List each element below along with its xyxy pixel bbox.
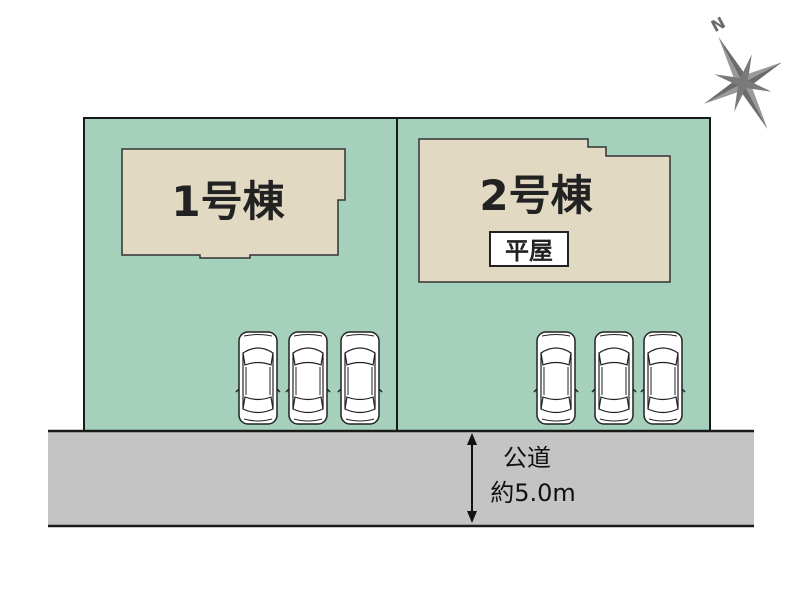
road-label: 公道 xyxy=(503,444,551,472)
parking-car xyxy=(337,331,383,425)
compass-north-label: N xyxy=(708,13,729,36)
building-1 xyxy=(121,148,346,259)
building-2-label: 2号棟 xyxy=(479,171,593,220)
parking-car xyxy=(235,331,281,425)
parking-car xyxy=(640,331,686,425)
road-width-label: 約5.0m xyxy=(490,479,576,507)
public-road xyxy=(48,431,754,526)
parking-car xyxy=(591,331,637,425)
compass-rose-icon xyxy=(704,37,782,129)
single-story-label: 平屋 xyxy=(505,237,553,265)
building-1-label: 1号棟 xyxy=(171,177,285,226)
building-2 xyxy=(418,138,671,283)
single-story-badge xyxy=(489,231,569,267)
road-width-arrow-icon xyxy=(467,433,477,523)
parking-car xyxy=(533,331,579,425)
parking-car xyxy=(285,331,331,425)
